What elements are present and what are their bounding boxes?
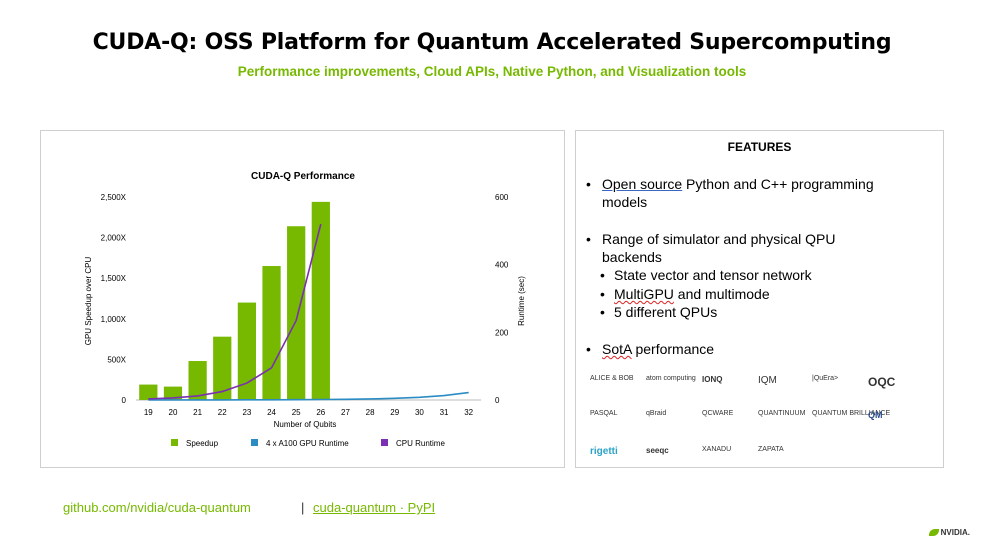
nvidia-logo: NVIDIA. [928,528,970,537]
speedup-bar [287,226,306,400]
y-tick-label: 2,500X [101,193,127,202]
x-tick-label: 28 [366,408,375,417]
speedup-bar [213,336,232,400]
plot-area: 0 500X 1,000X 1,500X 2,000X 2,500X 0 200 400 600 1… [101,193,509,417]
legend-label: CPU Runtime [396,439,445,448]
x-tick-label: 23 [242,408,251,417]
sub-feature-multigpu: • MultiGPU and multimode [600,285,770,303]
legend-swatch [381,439,388,446]
y2-tick-label: 600 [495,193,509,202]
slide-title: CUDA-Q: OSS Platform for Quantum Acceler… [92,30,892,55]
multigpu-text: MultiGPU [614,286,674,302]
sub-feature-state-vector: • State vector and tensor network [600,266,812,284]
qpu-partner-logo: atom computing [646,375,696,382]
feature-text: Range of simulator and physical QPU [602,231,836,247]
x-tick-label: 27 [341,408,350,417]
qpu-partner-logo: rigetti [590,446,618,457]
chart-title: CUDA-Q Performance [251,171,355,182]
sub-feature-qpus: • 5 different QPUs [600,303,718,321]
feature-open-source-line2: models [602,194,648,210]
x-tick-label: 25 [292,408,301,417]
features-panel: FEATURES • Open source Python and C++ pr… [575,130,944,468]
speedup-bar [311,201,330,400]
feature-text: performance [631,341,715,357]
legend-swatch [251,439,258,446]
qpu-partner-logo: ALICE & BOB [590,375,634,382]
sota-text: SotA [602,341,632,357]
feature-text: Python and C++ programming [682,176,874,192]
x-axis-label: Number of Qubits [274,420,337,429]
feature-open-source: • Open source Python and C++ programming [586,175,932,193]
qpu-partner-logo: QM [868,410,883,420]
qpu-partner-logo: QUANTINUUM [758,410,806,417]
legend-swatch [171,439,178,446]
feature-text: State vector and tensor network [614,267,812,283]
footer-separator: | [301,500,305,515]
open-source-link[interactable]: Open source [602,176,683,192]
slide-subtitle: Performance improvements, Cloud APIs, Na… [237,64,747,79]
y2-tick-label: 200 [495,328,509,337]
qpu-partner-logo: IQM [758,375,777,386]
bullet-dot: • [586,176,591,192]
bullet-dot: • [600,286,605,302]
qpu-partner-logo: seeqc [646,446,669,455]
bullet-dot: • [600,304,605,320]
y2-tick-label: 400 [495,261,509,270]
x-tick-label: 20 [169,408,178,417]
y-tick-label: 1,000X [101,315,127,324]
qpu-partner-logo: QCWARE [702,410,734,417]
chart-panel: CUDA-Q Performance GPU Speedup over CPU … [40,130,565,468]
x-tick-label: 22 [218,408,227,417]
footer-github-link[interactable]: github.com/nvidia/cuda-quantum [63,500,251,515]
legend-label: Speedup [186,439,219,448]
qpu-partner-logo: XANADU [702,446,732,453]
features-title: FEATURES [727,140,792,154]
x-tick-label: 32 [464,408,473,417]
speedup-bar [237,302,257,400]
x-tick-label: 21 [193,408,202,417]
feature-text: 5 different QPUs [614,304,718,320]
feature-text: and multimode [673,286,770,302]
x-tick-label: 29 [390,408,399,417]
footer-pypi-link[interactable]: cuda-quantum · PyPI [313,500,436,515]
qpu-partner-logo: QUANTUM BRILLIANCE [812,410,891,417]
nvidia-wordmark: NVIDIA. [940,528,970,537]
x-tick-label: 31 [440,408,449,417]
y2-tick-label: 0 [495,396,500,405]
y-axis-label: GPU Speedup over CPU [84,257,93,346]
qpu-partner-logo: |QuEra> [812,375,839,382]
cpu-runtime-line [148,223,322,400]
nvidia-eye-icon [928,529,939,537]
qpu-partner-logo: IONQ [702,375,723,384]
bullet-dot: • [600,267,605,283]
y-tick-label: 500X [107,355,126,364]
qpu-partner-logo: PASQAL [590,410,618,417]
qpu-partner-logo: ZAPATA [758,446,784,453]
legend-label: 4 x A100 GPU Runtime [266,439,349,448]
y2-axis-label: Runtime (sec) [517,276,526,326]
feature-backends: • Range of simulator and physical QPU [586,230,836,248]
performance-chart: CUDA-Q Performance GPU Speedup over CPU … [84,171,526,448]
qpu-partner-logo: qBraid [646,410,667,417]
speedup-bar [139,384,158,400]
x-tick-label: 26 [316,408,325,417]
x-tick-label: 24 [267,408,276,417]
y-tick-label: 1,500X [101,274,127,283]
speedup-bar [163,386,183,400]
gpu-runtime-line [148,391,469,401]
x-tick-label: 19 [144,408,153,417]
qpu-partner-logo: OQC [868,375,896,389]
feature-backends-line2: backends [602,249,662,265]
x-tick-label: 30 [415,408,424,417]
chart-legend: Speedup 4 x A100 GPU Runtime CPU Runtime [171,439,445,448]
y-tick-label: 0 [122,396,127,405]
speedup-bar [188,361,207,400]
feature-performance: • SotA performance [586,340,715,358]
bullet-dot: • [586,231,591,247]
y-tick-label: 2,000X [101,234,127,243]
speedup-bar [262,266,281,400]
bullet-dot: • [586,341,591,357]
